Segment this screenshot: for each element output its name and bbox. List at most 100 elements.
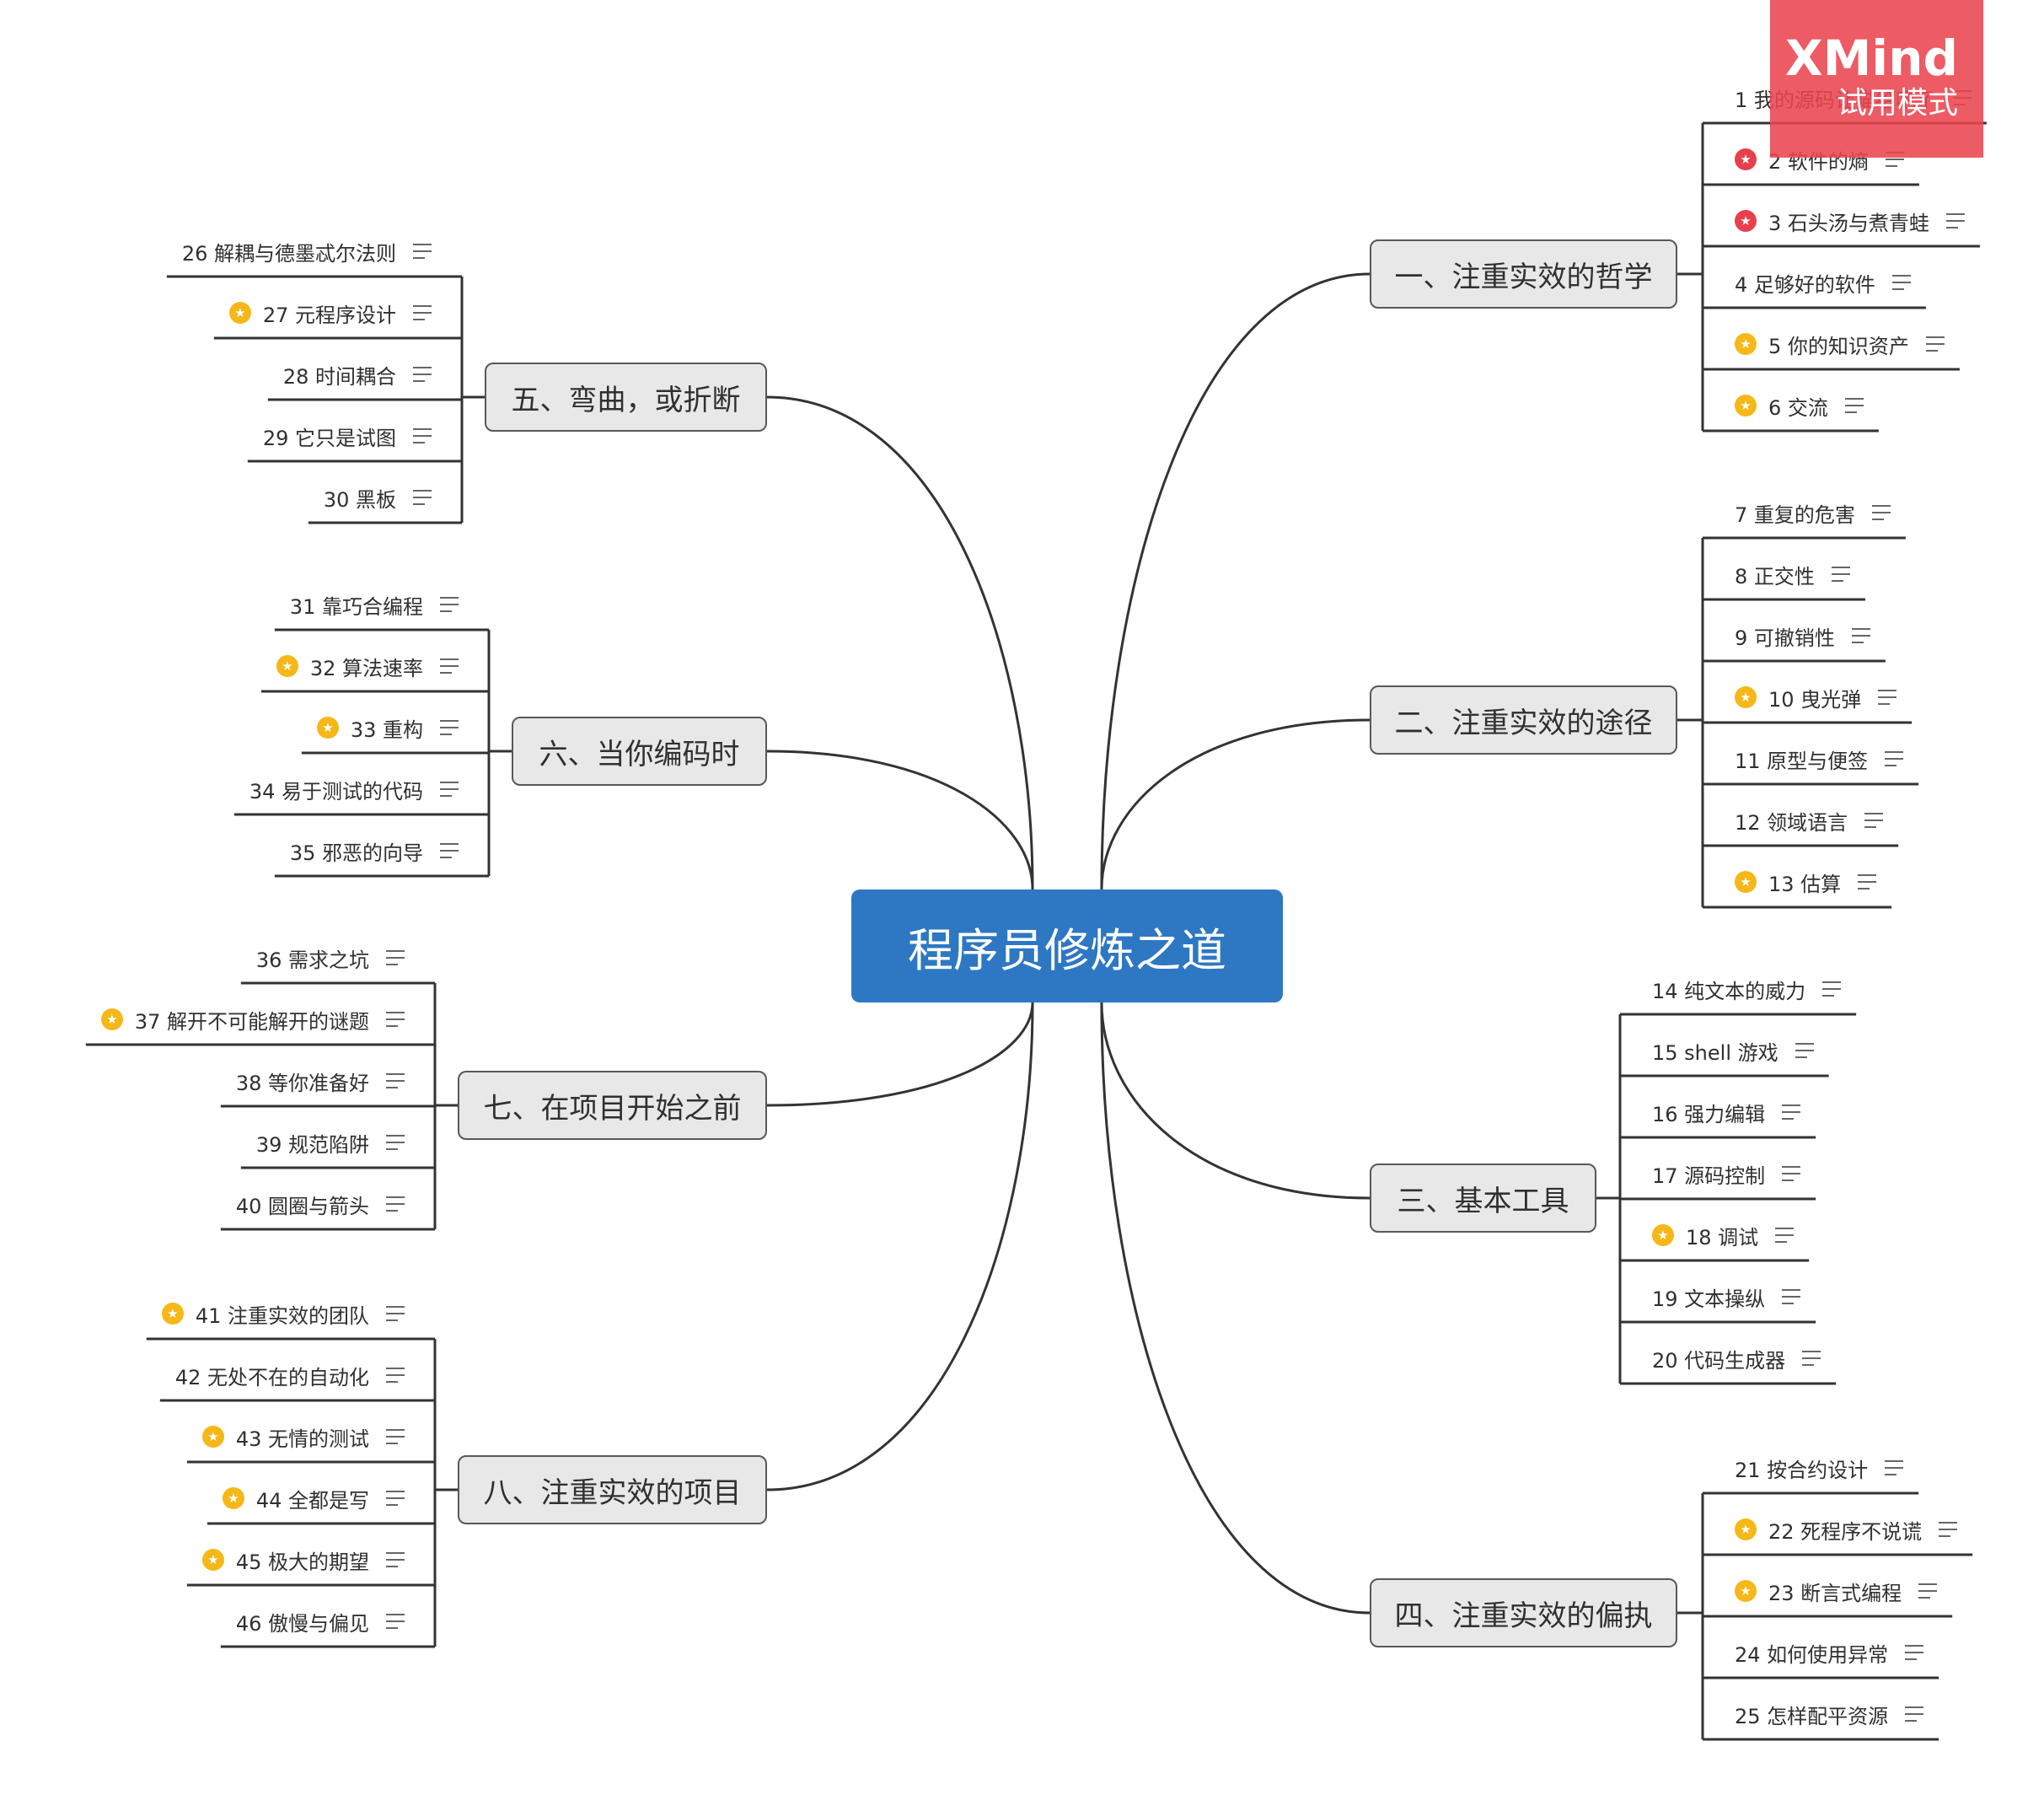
subtopic-7[interactable]: 7 重复的危害 (1735, 491, 1891, 535)
subtopic-22[interactable]: ★22 死程序不说谎 (1735, 1507, 1958, 1551)
subtopic-12[interactable]: 12 领域语言 (1735, 798, 1884, 842)
note-icon[interactable] (1858, 872, 1877, 892)
subtopic-10[interactable]: ★10 曳光弹 (1735, 675, 1897, 719)
note-icon[interactable] (440, 594, 459, 615)
note-icon[interactable] (440, 779, 459, 799)
subtopic-38[interactable]: 38 等你准备好 (236, 1059, 405, 1103)
subtopic-37[interactable]: ★37 解开不可能解开的谜题 (100, 997, 405, 1041)
subtopic-24[interactable]: 24 如何使用异常 (1735, 1631, 1924, 1674)
branch-topic-projects[interactable]: 八、注重实效的项目 (458, 1455, 767, 1524)
note-icon[interactable] (386, 1071, 405, 1091)
subtopic-25[interactable]: 25 怎样配平资源 (1735, 1692, 1924, 1736)
subtopic-20[interactable]: 20 代码生成器 (1652, 1336, 1821, 1380)
note-icon[interactable] (1871, 502, 1891, 523)
subtopic-9[interactable]: 9 可撤销性 (1735, 614, 1870, 658)
subtopic-44[interactable]: ★44 全都是写 (222, 1476, 405, 1520)
branch-topic-bend-or-break[interactable]: 五、弯曲，或折断 (485, 363, 767, 432)
subtopic-42[interactable]: 42 无处不在的自动化 (175, 1353, 405, 1397)
subtopic-29[interactable]: 29 它只是试图 (263, 414, 432, 458)
note-icon[interactable] (1822, 979, 1842, 999)
subtopic-36[interactable]: 36 需求之坑 (256, 936, 405, 980)
subtopic-8[interactable]: 8 正交性 (1735, 552, 1850, 596)
note-icon[interactable] (1925, 334, 1945, 354)
subtopic-35[interactable]: 35 邪恶的向导 (290, 829, 459, 873)
subtopic-34[interactable]: 34 易于测试的代码 (249, 767, 459, 811)
subtopic-label: 9 可撤销性 (1735, 626, 1835, 650)
note-icon[interactable] (1844, 395, 1864, 416)
subtopic-40[interactable]: 40 圆圈与箭头 (236, 1182, 405, 1226)
subtopic-33[interactable]: ★33 重构 (316, 706, 459, 750)
subtopic-3[interactable]: ★3 石头汤与煮青蛙 (1735, 199, 1965, 243)
branch-topic-approach[interactable]: 二、注重实效的途径 (1370, 685, 1677, 755)
note-icon[interactable] (413, 487, 432, 508)
subtopic-label: 6 交流 (1768, 395, 1828, 420)
note-icon[interactable] (1885, 1458, 1904, 1478)
note-icon[interactable] (386, 1009, 405, 1029)
note-icon[interactable] (1782, 1287, 1801, 1307)
note-icon[interactable] (413, 426, 432, 446)
subtopic-6[interactable]: ★6 交流 (1735, 384, 1864, 427)
subtopic-18[interactable]: ★18 调试 (1652, 1213, 1795, 1257)
star-marker-icon: ★ (1735, 210, 1757, 232)
note-icon[interactable] (1831, 564, 1850, 584)
note-icon[interactable] (1782, 1102, 1801, 1122)
subtopic-15[interactable]: 15 shell 游戏 (1652, 1029, 1814, 1072)
note-icon[interactable] (1775, 1225, 1795, 1245)
note-icon[interactable] (413, 303, 432, 323)
note-icon[interactable] (440, 717, 459, 738)
subtopic-45[interactable]: ★45 极大的期望 (201, 1538, 405, 1582)
note-icon[interactable] (413, 364, 432, 384)
note-icon[interactable] (1851, 626, 1870, 646)
subtopic-43[interactable]: ★43 无情的测试 (201, 1415, 405, 1459)
branch-topic-basic-tools[interactable]: 三、基本工具 (1370, 1164, 1596, 1233)
subtopic-31[interactable]: 31 靠巧合编程 (290, 583, 459, 626)
note-icon[interactable] (1939, 1519, 1958, 1540)
note-icon[interactable] (386, 1194, 405, 1214)
note-icon[interactable] (1891, 272, 1911, 293)
note-icon[interactable] (386, 1365, 405, 1385)
subtopic-14[interactable]: 14 纯文本的威力 (1652, 967, 1842, 1011)
subtopic-17[interactable]: 17 源码控制 (1652, 1152, 1801, 1196)
note-icon[interactable] (386, 1132, 405, 1153)
subtopic-11[interactable]: 11 原型与便签 (1735, 737, 1904, 781)
note-icon[interactable] (1878, 687, 1897, 707)
subtopic-27[interactable]: ★27 元程序设计 (228, 291, 432, 335)
note-icon[interactable] (1864, 810, 1884, 830)
note-icon[interactable] (386, 1550, 405, 1570)
subtopic-41[interactable]: ★41 注重实效的团队 (161, 1292, 405, 1336)
note-icon[interactable] (386, 948, 405, 968)
subtopic-30[interactable]: 30 黑板 (324, 476, 432, 519)
subtopic-4[interactable]: 4 足够好的软件 (1735, 261, 1911, 304)
note-icon[interactable] (386, 1427, 405, 1447)
subtopic-26[interactable]: 26 解耦与德墨忒尔法则 (182, 229, 432, 273)
note-icon[interactable] (386, 1488, 405, 1508)
subtopic-5[interactable]: ★5 你的知识资产 (1735, 322, 1945, 366)
subtopic-13[interactable]: ★13 估算 (1735, 860, 1877, 904)
note-icon[interactable] (1905, 1642, 1924, 1663)
subtopic-19[interactable]: 19 文本操纵 (1652, 1275, 1801, 1319)
subtopic-39[interactable]: 39 规范陷阱 (256, 1121, 405, 1164)
note-icon[interactable] (386, 1303, 405, 1324)
central-topic[interactable]: 程序员修炼之道 (851, 889, 1283, 1002)
note-icon[interactable] (413, 241, 432, 261)
branch-topic-paranoia[interactable]: 四、注重实效的偏执 (1370, 1578, 1677, 1647)
subtopic-32[interactable]: ★32 算法速率 (276, 644, 459, 688)
branch-topic-while-coding[interactable]: 六、当你编码时 (512, 717, 767, 786)
note-icon[interactable] (440, 656, 459, 676)
note-icon[interactable] (1802, 1348, 1821, 1368)
subtopic-28[interactable]: 28 时间耦合 (283, 352, 432, 396)
note-icon[interactable] (440, 841, 459, 861)
note-icon[interactable] (1945, 211, 1965, 231)
note-icon[interactable] (1782, 1164, 1801, 1184)
subtopic-16[interactable]: 16 强力编辑 (1652, 1090, 1801, 1134)
subtopic-23[interactable]: ★23 断言式编程 (1735, 1569, 1938, 1613)
note-icon[interactable] (1905, 1704, 1924, 1724)
note-icon[interactable] (1795, 1040, 1814, 1061)
branch-topic-before-project[interactable]: 七、在项目开始之前 (458, 1071, 767, 1140)
branch-topic-philosophy[interactable]: 一、注重实效的哲学 (1370, 239, 1677, 309)
subtopic-21[interactable]: 21 按合约设计 (1735, 1446, 1904, 1490)
note-icon[interactable] (386, 1611, 405, 1631)
subtopic-46[interactable]: 46 傲慢与偏见 (236, 1599, 405, 1643)
note-icon[interactable] (1885, 749, 1904, 769)
note-icon[interactable] (1918, 1581, 1938, 1601)
